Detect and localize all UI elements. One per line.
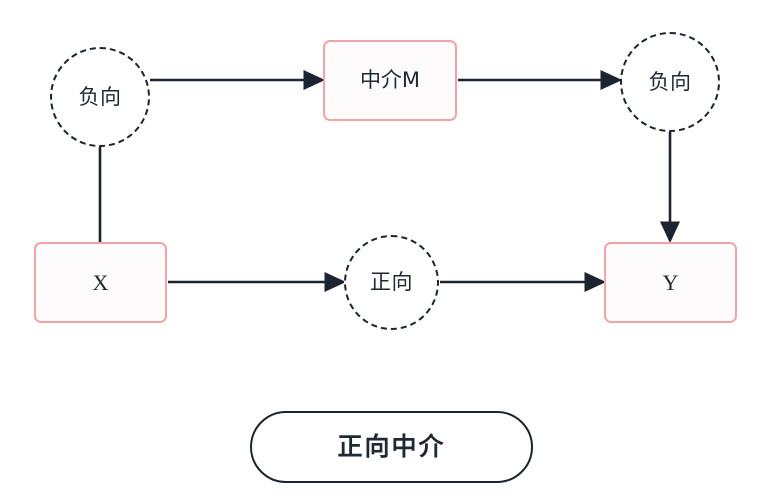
diagram-caption[interactable]: 正向中介	[250, 411, 533, 483]
node-x-label: X	[92, 269, 109, 295]
node-x[interactable]: X	[34, 242, 167, 323]
node-y[interactable]: Y	[604, 242, 737, 323]
node-mediator-label: 中介M	[359, 68, 421, 92]
diagram-caption-label: 正向中介	[337, 433, 446, 461]
node-pos[interactable]: 正向	[344, 235, 439, 330]
node-neg-top[interactable]: 负向	[50, 47, 150, 147]
node-neg-right[interactable]: 负向	[620, 32, 720, 132]
node-neg-right-label: 负向	[648, 69, 692, 94]
node-pos-label: 正向	[370, 270, 413, 294]
node-mediator[interactable]: 中介M	[323, 40, 457, 121]
node-y-label: Y	[662, 269, 679, 295]
node-neg-top-label: 负向	[78, 84, 122, 109]
